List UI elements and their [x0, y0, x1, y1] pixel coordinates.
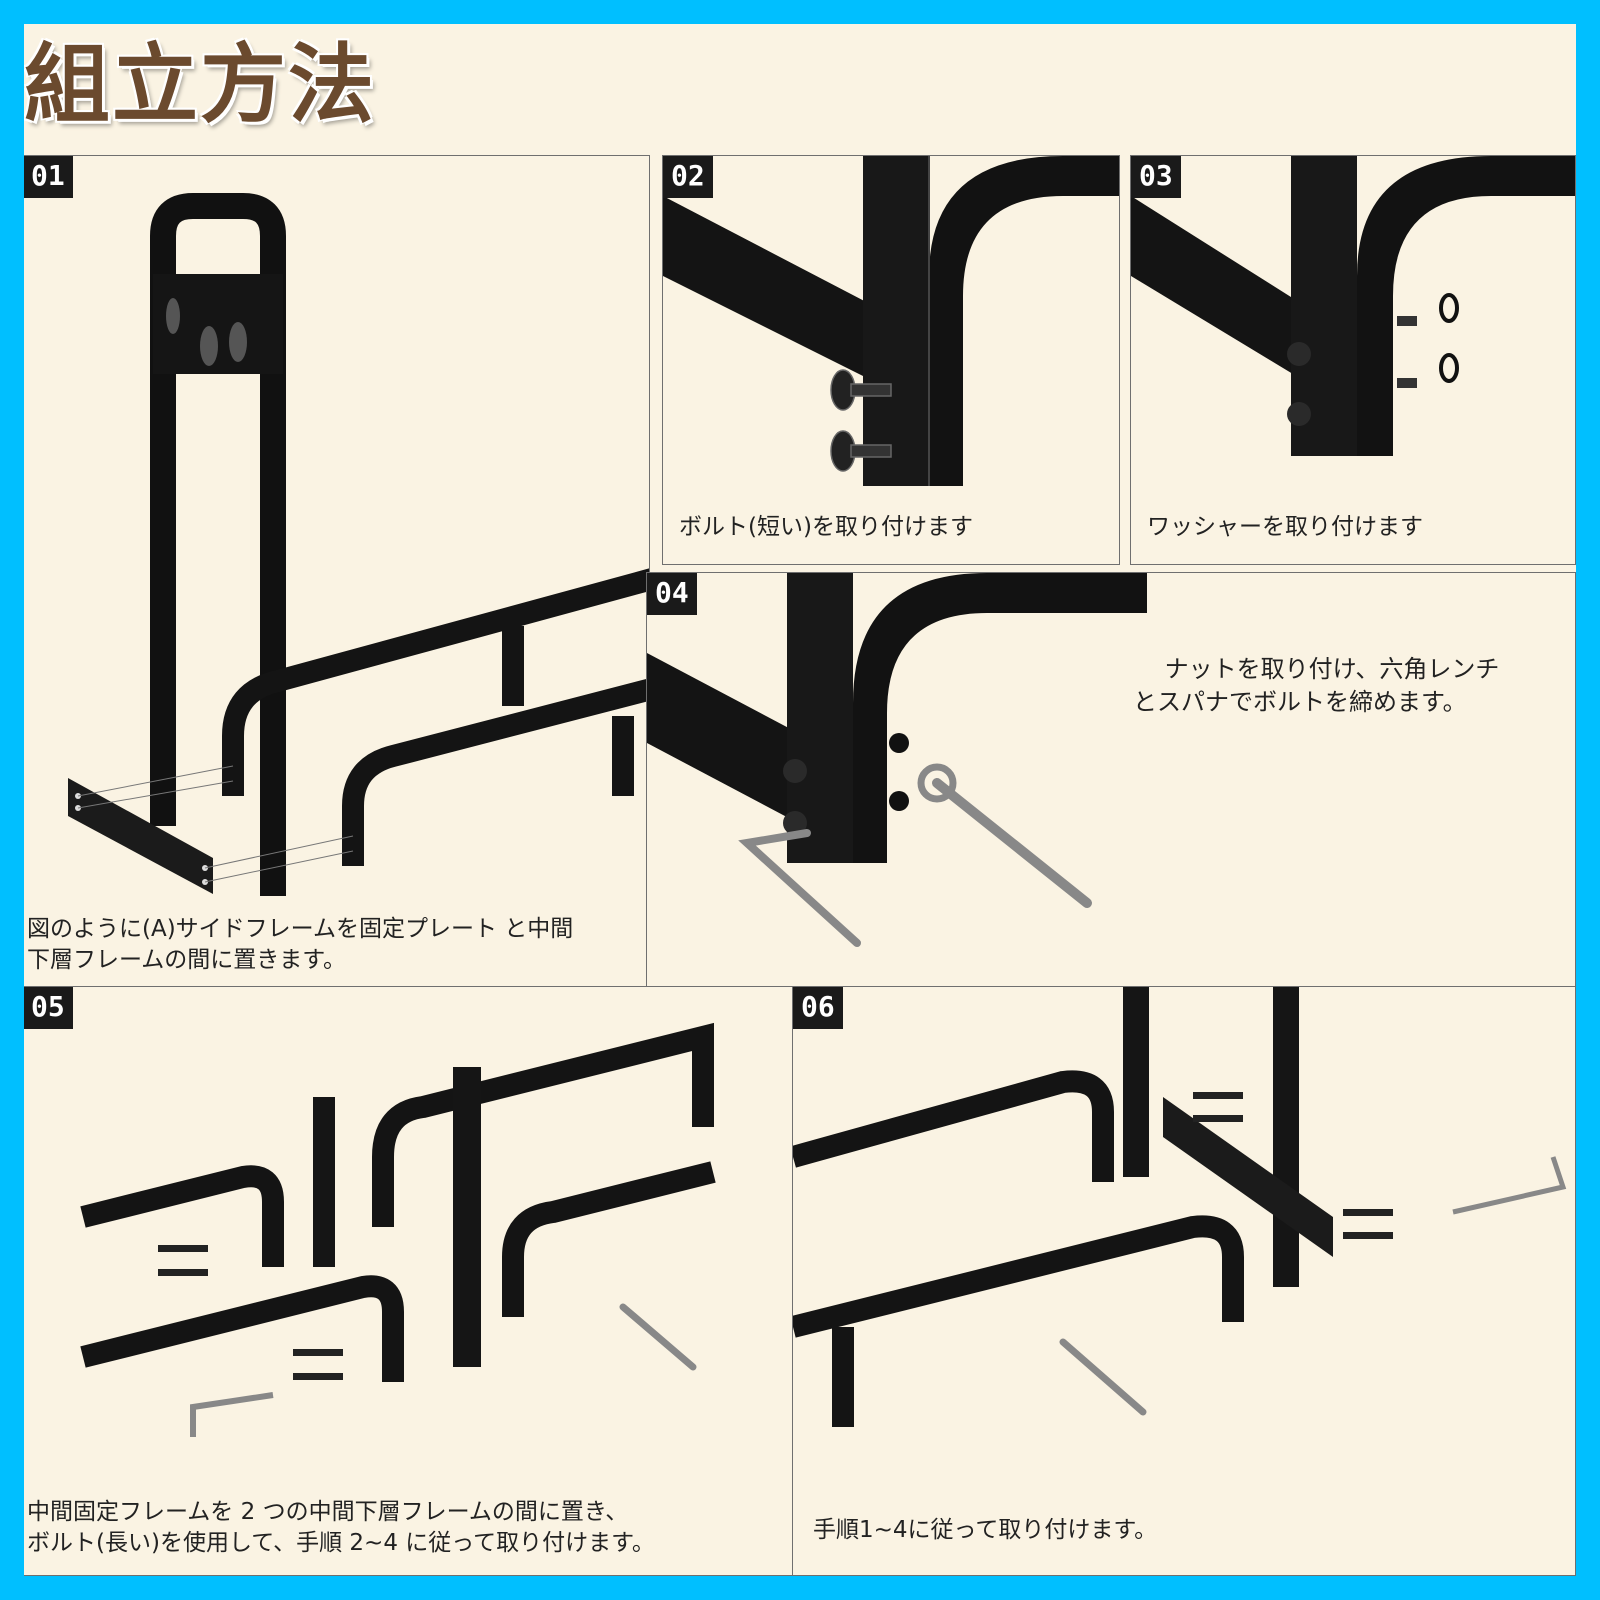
- step-04-panel: 04 ナットを取り付け、六角レンチ とスパナでボルトを締めます。: [646, 572, 1576, 987]
- step-01-illustration: [68, 193, 649, 896]
- step-number: 01: [24, 156, 73, 198]
- step-caption: 手順1~4に従って取り付けます。: [813, 1517, 1158, 1543]
- step-number: 06: [793, 987, 843, 1029]
- step-06-panel: 06 手順1~4に従って取り付けます。: [792, 986, 1576, 1576]
- step-05-illustration: [80, 1022, 716, 1437]
- step-02-panel: 02 ボルト(短い)を取り付けます: [662, 155, 1120, 565]
- step-05-panel: 05 中間固定フレームを 2 つの中間下層フレームの間に置き、 ボルト(長い)を…: [24, 986, 794, 1576]
- step-number: 02: [663, 156, 713, 198]
- step-02-illustration: [663, 156, 1119, 486]
- step-04-illustration: [647, 573, 1147, 947]
- step-06-illustration: [793, 987, 1567, 1427]
- step-caption: ナットを取り付け、六角レンチ とスパナでボルトを締めます。: [1133, 655, 1500, 716]
- step-number: 03: [1131, 156, 1181, 198]
- step-number: 04: [647, 573, 697, 615]
- step-caption: 中間固定フレームを 2 つの中間下層フレームの間に置き、 ボルト(長い)を使用し…: [27, 1499, 655, 1556]
- step-caption: ワッシャーを取り付けます: [1147, 514, 1423, 540]
- step-caption: ボルト(短い)を取り付けます: [679, 514, 973, 540]
- step-number: 05: [24, 987, 73, 1029]
- step-01-panel: 01 図のように(A)サイドフレームを固定プレート と中間 下層フレームの間に置…: [24, 155, 650, 987]
- instruction-sheet: 組立方法: [24, 24, 1576, 1576]
- step-03-illustration: [1131, 156, 1575, 456]
- page-title: 組立方法: [24, 35, 376, 135]
- step-03-panel: 03 ワッシャーを取り付けます: [1130, 155, 1576, 565]
- step-caption: 図のように(A)サイドフレームを固定プレート と中間 下層フレームの間に置きます…: [27, 916, 574, 973]
